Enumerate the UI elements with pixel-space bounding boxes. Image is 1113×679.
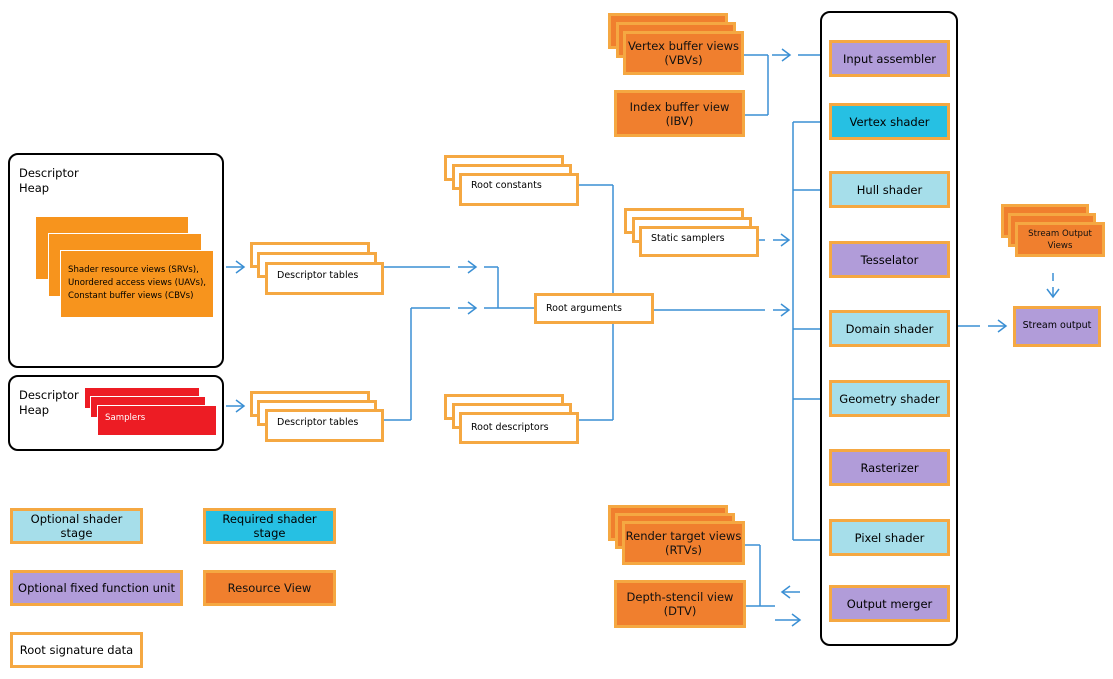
legend-optional-shader-stage: Optional shader stage [10,508,143,544]
root-descriptors: Root descriptors [459,412,579,444]
root-constants: Root constants [459,173,579,206]
legend-required-shader-stage: Required shader stage [203,508,336,544]
stage-hull-shader: Hull shader [829,171,950,208]
stage-output-merger: Output merger [829,585,950,622]
index-buffer-view: Index buffer view (IBV) [614,90,745,137]
depth-stencil-view: Depth-stencil view (DTV) [614,580,746,628]
stage-vertex-shader: Vertex shader [829,103,950,140]
descriptor-heap-title-2: Descriptor Heap [19,388,79,417]
heap-views-label: Shader resource views (SRVs), Unordered … [68,265,207,301]
stream-output-views: Stream Output Views [1015,222,1105,257]
stage-input-assembler: Input assembler [829,40,950,77]
heap-sheet-front [60,250,213,317]
stage-domain-shader: Domain shader [829,310,950,347]
legend-root-signature-data: Root signature data [10,632,143,668]
stream-output: Stream output [1013,306,1101,347]
descriptor-heap-title-1: Descriptor Heap [19,166,79,195]
stage-geometry-shader: Geometry shader [829,380,950,417]
vertex-buffer-views: Vertex buffer views (VBVs) [623,31,744,75]
descriptor-tables-2: Descriptor tables [265,409,384,442]
stage-pixel-shader: Pixel shader [829,519,950,556]
render-target-views: Render target views (RTVs) [622,521,745,565]
sampler-sheet-front [97,405,217,436]
stage-tesselator: Tesselator [829,241,950,278]
stage-rasterizer: Rasterizer [829,449,950,486]
root-arguments: Root arguments [534,293,654,324]
descriptor-tables-1: Descriptor tables [265,262,384,295]
static-samplers: Static samplers [639,226,759,257]
legend-resource-view: Resource View [203,570,336,606]
legend-optional-fixed-function-unit: Optional fixed function unit [10,570,183,606]
samplers-label: Samplers [105,413,146,423]
